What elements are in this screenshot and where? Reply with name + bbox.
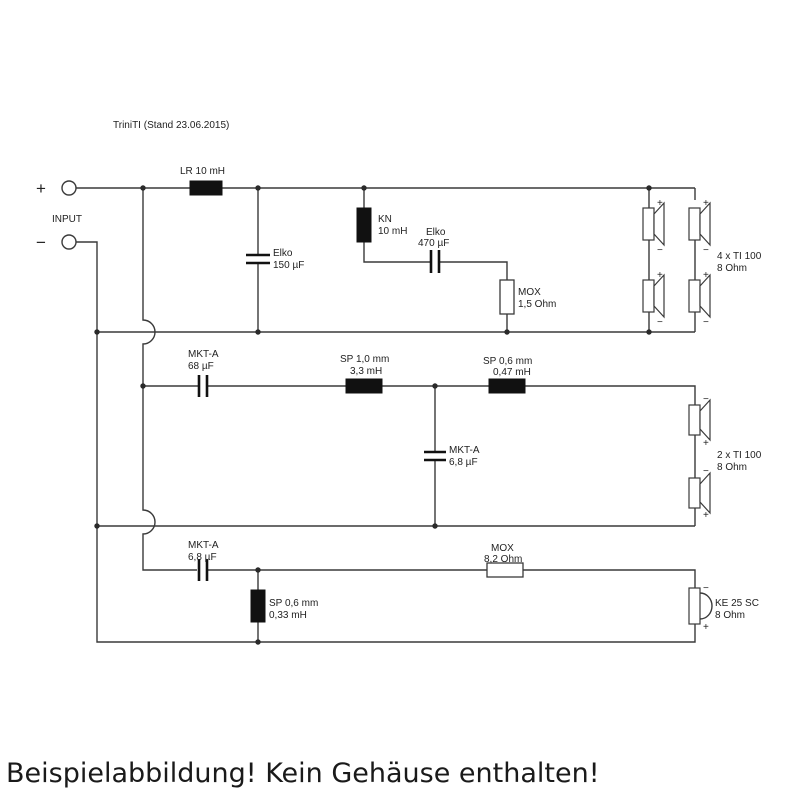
polarity-minus: − — [703, 583, 709, 594]
input-minus-terminal — [61, 234, 77, 250]
polarity-plus: + — [657, 270, 663, 281]
polarity-minus: − — [703, 394, 709, 405]
diagram-title: TriniTI (Stand 23.06.2015) — [113, 120, 229, 131]
tweeter-mkt-label-1: MKT-A — [188, 540, 219, 551]
polarity-minus: − — [703, 245, 709, 256]
tweeter-mox-label-2: 8,2 Ohm — [484, 554, 522, 565]
bass-speakers-label-1: 4 x TI 100 — [717, 251, 762, 262]
kn-label-1: KN — [378, 214, 392, 225]
kn-inductor — [356, 207, 372, 243]
polarity-plus: + — [657, 198, 663, 209]
elko-470-label-2: 470 µF — [418, 238, 449, 249]
tweeter-speaker — [688, 587, 713, 625]
polarity-plus: + — [703, 510, 709, 521]
mid-inductor-3-3 — [345, 378, 383, 394]
polarity-plus: + — [703, 622, 709, 633]
mid-inductor-0-47-label-2: 0,47 mH — [493, 367, 531, 378]
elko-470-capacitor — [429, 250, 441, 273]
mid-inductor-3-3-label-1: SP 1,0 mm — [340, 354, 389, 365]
mid-inductor-0-47 — [488, 378, 526, 394]
mox-1-5-label-1: MOX — [518, 287, 541, 298]
mid-inductor-3-3-label-2: 3,3 mH — [350, 366, 382, 377]
input-plus-sign: + — [36, 179, 46, 198]
bass-elko-label-1: Elko — [273, 248, 293, 259]
mid-mkt-6-8-capacitor — [424, 450, 446, 462]
footer-note: Beispielabbildung! Kein Gehäuse enthalte… — [6, 758, 600, 789]
junction-dots — [94, 185, 652, 645]
bass-speaker-3 — [688, 201, 711, 247]
input-label: INPUT — [52, 214, 82, 225]
polarity-minus: − — [703, 466, 709, 477]
wiring — [76, 187, 696, 643]
bass-speakers-label-2: 8 Ohm — [717, 263, 747, 274]
tweeter-mox-label-1: MOX — [491, 543, 514, 554]
polarity-minus: − — [703, 317, 709, 328]
mid-mkt-68-label-2: 68 µF — [188, 361, 214, 372]
mid-speakers-label-2: 8 Ohm — [717, 462, 747, 473]
tweeter-inductor-label-2: 0,33 mH — [269, 610, 307, 621]
bass-elko-capacitor — [246, 253, 270, 265]
mid-mkt-68-capacitor — [197, 375, 209, 397]
bass-speaker-4 — [688, 273, 711, 319]
tweeter-mkt-label-2: 6,8 µF — [188, 552, 217, 563]
input-plus-terminal — [61, 180, 77, 196]
mid-speaker-1 — [688, 398, 711, 442]
tweeter-speaker-label-2: 8 Ohm — [715, 610, 745, 621]
polarity-minus: − — [657, 317, 663, 328]
elko-470-label-1: Elko — [426, 227, 446, 238]
mid-mkt-68-label-1: MKT-A — [188, 349, 219, 360]
mid-mkt-6-8-label-2: 6,8 µF — [449, 457, 478, 468]
mid-speakers-label-1: 2 x TI 100 — [717, 450, 762, 461]
mox-1-5-label-2: 1,5 Ohm — [518, 299, 556, 310]
polarity-plus: + — [703, 270, 709, 281]
input-minus-sign: − — [36, 233, 46, 252]
bass-elko-label-2: 150 µF — [273, 260, 304, 271]
mid-mkt-6-8-label-1: MKT-A — [449, 445, 480, 456]
tweeter-inductor-label-1: SP 0,6 mm — [269, 598, 318, 609]
kn-label-2: 10 mH — [378, 226, 407, 237]
tweeter-mkt-6-8-capacitor — [197, 559, 209, 581]
bass-speaker-2 — [642, 273, 665, 319]
bass-inductor-lr10 — [189, 180, 223, 196]
bass-speaker-1 — [642, 201, 665, 247]
tweeter-inductor-0-33 — [250, 589, 266, 623]
bass-inductor-label: LR 10 mH — [180, 166, 225, 177]
mid-speaker-2 — [688, 471, 711, 515]
tweeter-mox-8-2-resistor — [486, 562, 524, 578]
tweeter-speaker-label-1: KE 25 SC — [715, 598, 759, 609]
polarity-plus: + — [703, 198, 709, 209]
polarity-minus: − — [657, 245, 663, 256]
mox-1-5-resistor — [499, 279, 515, 315]
mid-inductor-0-47-label-1: SP 0,6 mm — [483, 356, 532, 367]
polarity-plus: + — [703, 438, 709, 449]
